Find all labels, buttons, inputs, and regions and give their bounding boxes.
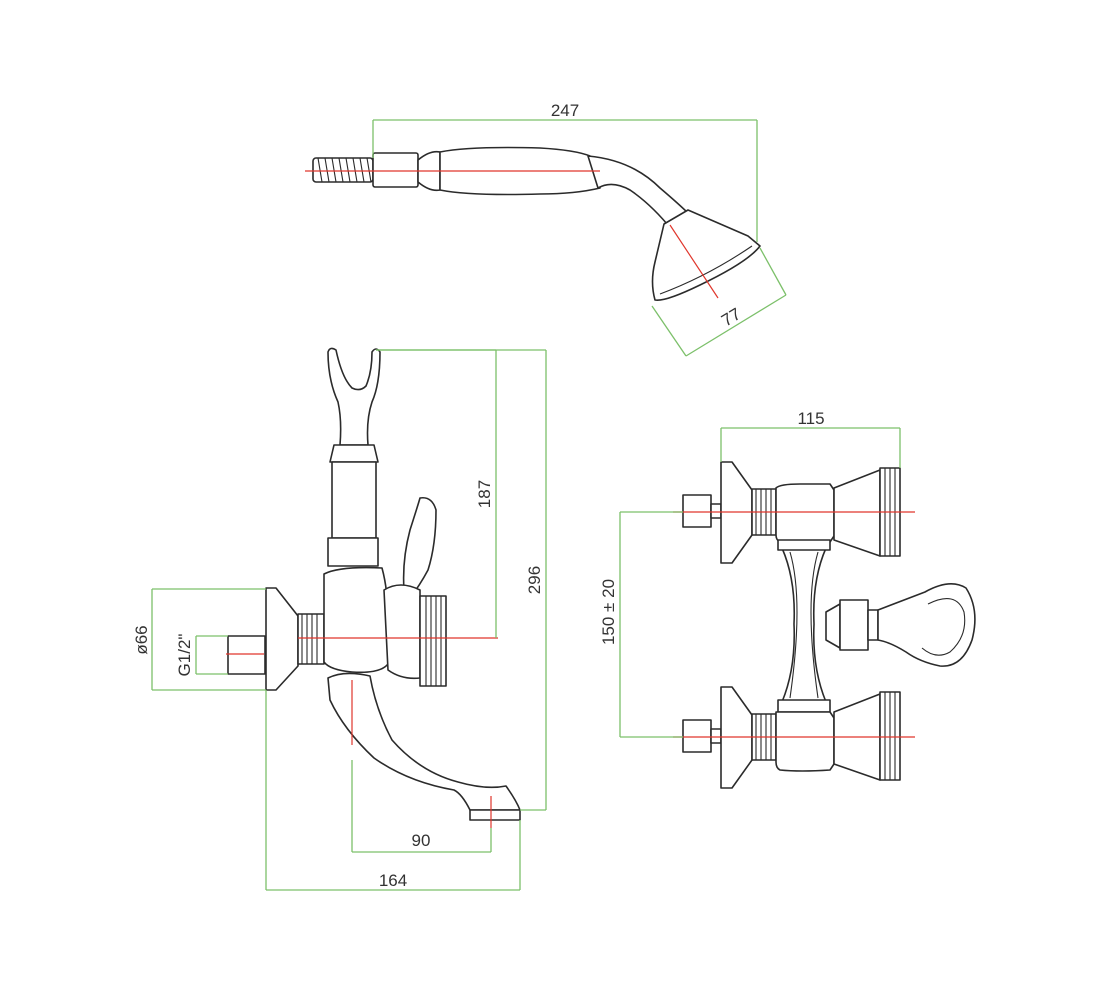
diverter-lever <box>402 496 437 599</box>
spout <box>327 672 521 811</box>
upper-inlet-stem <box>710 503 722 519</box>
dim-label-90: 90 <box>412 831 431 850</box>
shower-head-rim <box>659 245 753 295</box>
lower-body <box>775 711 835 772</box>
dim-label-77: 77 <box>718 304 744 330</box>
upper-inlet <box>682 494 712 528</box>
center-column <box>781 547 827 703</box>
side-handle <box>419 595 447 687</box>
side-handle-ribs <box>425 596 442 686</box>
dim-label-296: 296 <box>525 566 544 594</box>
mixer-body <box>323 566 389 674</box>
head-axis <box>669 224 719 299</box>
mixer-side-view <box>151 347 547 891</box>
upper-handle-base <box>833 469 881 557</box>
dim-label-164: 164 <box>379 871 407 890</box>
handle-boss <box>383 584 421 680</box>
dim-label-115: 115 <box>797 409 824 428</box>
dim-label-150: 150 ± 20 <box>599 579 618 645</box>
wall-flange <box>265 587 299 691</box>
lower-handle-ribs <box>884 692 896 780</box>
holder-tube <box>331 461 377 539</box>
hose-nut <box>372 152 419 188</box>
dim-label-thread: G1/2" <box>175 634 194 677</box>
dim-label-247: 247 <box>551 101 579 120</box>
hose <box>312 157 374 183</box>
diverter-lever-inner <box>921 598 966 656</box>
diverter-stem <box>839 599 869 651</box>
holder-nut <box>327 537 379 567</box>
mixer-front-view <box>619 427 976 789</box>
dim-ext-77-left <box>651 305 687 357</box>
column-contour <box>789 551 819 699</box>
holder-collar <box>329 444 379 463</box>
upper-body <box>775 483 835 543</box>
shower-holder-cradle <box>327 347 381 446</box>
dim-ext-77-right <box>759 247 787 296</box>
diverter-collar <box>867 609 879 641</box>
lower-inlet-stem <box>710 728 722 744</box>
dim-line-77 <box>685 294 787 357</box>
upper-body-collar <box>777 539 831 551</box>
inlet-connector <box>227 635 266 675</box>
hand-shower <box>305 119 787 357</box>
shower-head <box>651 209 761 302</box>
diverter-lever-front <box>877 583 976 667</box>
lower-body-collar <box>777 699 831 713</box>
hose-ribs <box>317 157 372 183</box>
spout-aerator <box>469 809 521 821</box>
dim-label-66: ø66 <box>132 625 151 654</box>
dim-label-187: 187 <box>475 480 494 508</box>
diverter-boss <box>825 603 841 649</box>
lower-inlet <box>682 719 712 753</box>
nut-ribs <box>301 614 318 664</box>
